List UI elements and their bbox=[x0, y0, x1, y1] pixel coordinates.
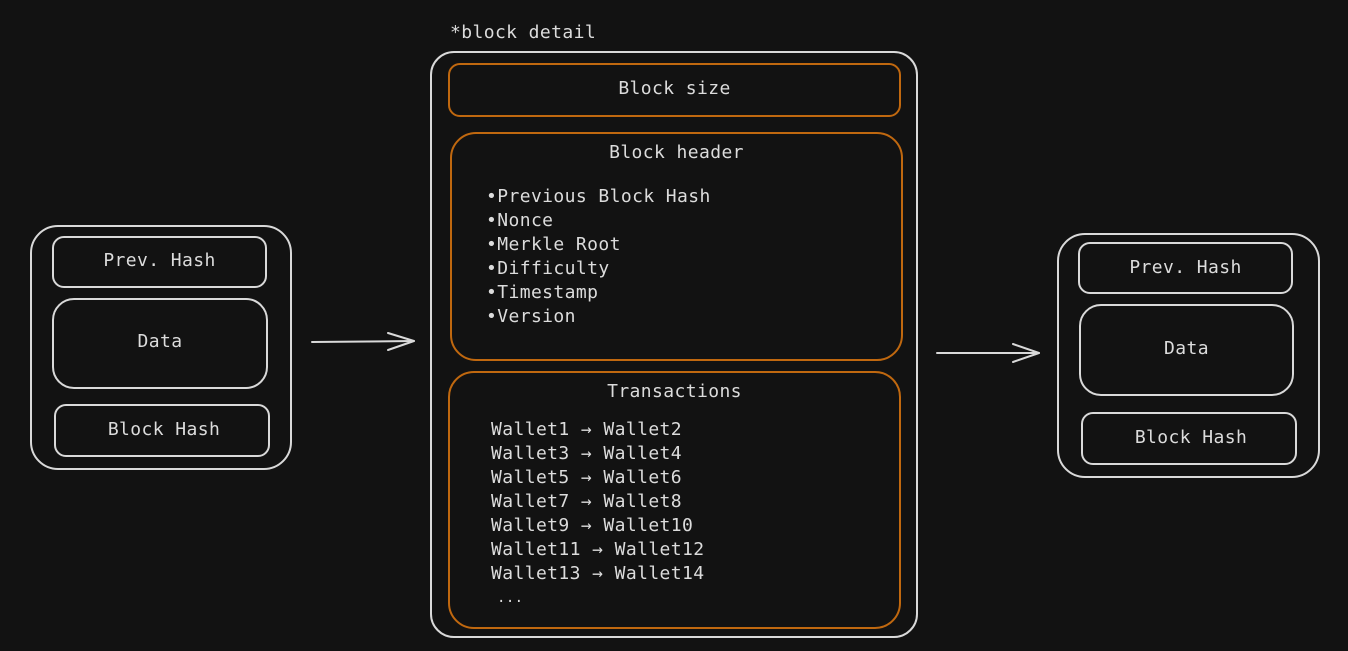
left-prev-hash-box: Prev. Hash bbox=[52, 236, 267, 288]
transactions-box: Transactions Wallet1 → Wallet2 Wallet3 →… bbox=[448, 371, 901, 629]
header-field-version: •Version bbox=[486, 306, 576, 327]
detail-caption: *block detail bbox=[450, 22, 597, 43]
left-data-label: Data bbox=[137, 331, 183, 352]
block-detail-container bbox=[430, 51, 918, 638]
left-block-hash-box: Block Hash bbox=[54, 404, 270, 457]
right-block-hash-label: Block Hash bbox=[1134, 427, 1248, 448]
right-prev-hash-box: Prev. Hash bbox=[1078, 242, 1293, 294]
left-block-hash-label: Block Hash bbox=[107, 419, 221, 440]
transactions-list: Wallet1 → Wallet2 Wallet3 → Wallet4 Wall… bbox=[491, 418, 705, 610]
transaction-row: Wallet5 → Wallet6 bbox=[491, 467, 683, 488]
right-block bbox=[1057, 233, 1320, 478]
right-block-hash-box: Block Hash bbox=[1081, 412, 1297, 465]
right-prev-hash-label: Prev. Hash bbox=[1129, 257, 1242, 278]
transaction-row: Wallet1 → Wallet2 bbox=[491, 419, 683, 440]
arrow-right-icon bbox=[936, 343, 1040, 363]
block-header-box: Block header •Previous Block Hash •Nonce… bbox=[450, 132, 903, 361]
header-field-timestamp: •Timestamp bbox=[486, 282, 599, 303]
left-block bbox=[30, 225, 292, 470]
transaction-row: Wallet7 → Wallet8 bbox=[491, 491, 683, 512]
transactions-title: Transactions bbox=[607, 381, 742, 402]
transaction-row: Wallet9 → Wallet10 bbox=[491, 515, 694, 536]
block-header-fields: •Previous Block Hash •Nonce •Merkle Root… bbox=[486, 185, 711, 329]
left-data-box: Data bbox=[52, 298, 268, 389]
transaction-row: Wallet13 → Wallet14 bbox=[491, 563, 705, 584]
left-prev-hash-label: Prev. Hash bbox=[103, 250, 216, 271]
header-field-merkle-root: •Merkle Root bbox=[486, 234, 621, 255]
header-field-difficulty: •Difficulty bbox=[486, 258, 610, 279]
block-size-box: Block size bbox=[448, 63, 901, 117]
transactions-ellipsis: ... bbox=[497, 590, 524, 606]
block-header-title: Block header bbox=[609, 142, 744, 163]
right-data-box: Data bbox=[1079, 304, 1294, 396]
arrow-right-icon bbox=[311, 332, 415, 351]
block-size-label: Block size bbox=[618, 78, 731, 99]
header-field-nonce: •Nonce bbox=[486, 210, 554, 231]
header-field-previous-block-hash: •Previous Block Hash bbox=[486, 186, 711, 207]
transaction-row: Wallet3 → Wallet4 bbox=[491, 443, 683, 464]
right-data-label: Data bbox=[1164, 338, 1209, 359]
transaction-row: Wallet11 → Wallet12 bbox=[491, 539, 705, 560]
